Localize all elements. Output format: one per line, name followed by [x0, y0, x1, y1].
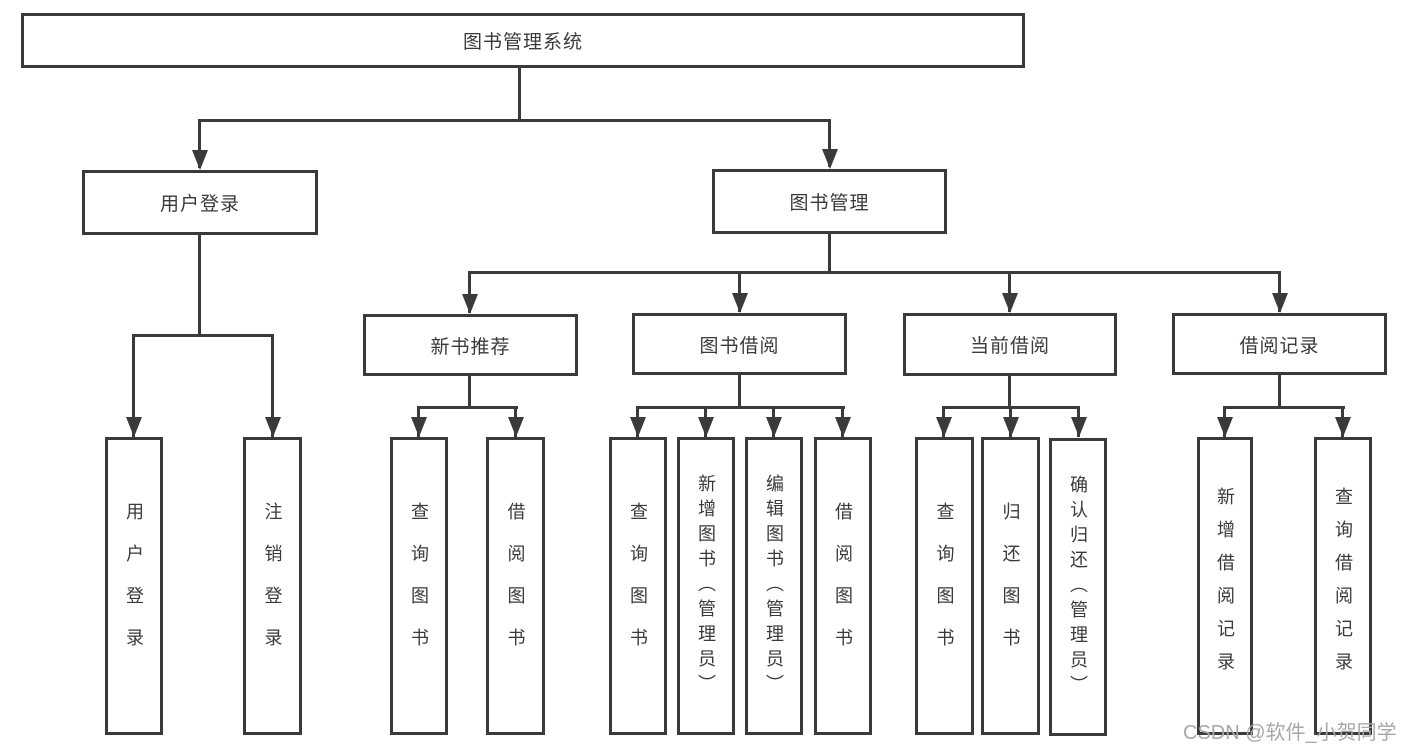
- connector-line: [828, 234, 831, 273]
- node-book-borrow-label: 图书借阅: [699, 335, 780, 357]
- node-user-login-label: 用户登录: [159, 194, 240, 215]
- leaf-user-login-label: 用户登录: [124, 502, 144, 670]
- connector-line: [132, 334, 274, 337]
- arrow-down-icon: [835, 417, 851, 437]
- node-current-borrow-label: 当前借阅: [969, 336, 1050, 357]
- arrow-down-icon: [1272, 293, 1288, 313]
- arrow-down-icon: [1217, 417, 1233, 437]
- arrow-down-icon: [1335, 417, 1351, 437]
- leaf-logout-label: 注销登录: [262, 502, 283, 670]
- connector-line: [468, 271, 1281, 274]
- arrow-down-icon: [936, 417, 952, 437]
- connector-line: [198, 119, 201, 168]
- leaf-add-borrow-record-label: 新增借阅记录: [1215, 487, 1235, 685]
- arrow-down-icon: [192, 150, 208, 170]
- leaf-query-books-3: 查询图书: [915, 437, 974, 735]
- connector-line: [468, 271, 471, 313]
- leaf-query-borrow-record-label: 查询借阅记录: [1333, 487, 1353, 685]
- leaf-query-books-2: 查询图书: [609, 437, 667, 735]
- leaf-add-books-admin-label: 新增图书（管理员）: [696, 473, 716, 699]
- arrow-down-icon: [411, 417, 427, 437]
- node-book-borrow: 图书借阅: [632, 313, 847, 375]
- leaf-add-books-admin: 新增图书（管理员）: [677, 437, 735, 735]
- connector-line: [738, 375, 741, 408]
- connector-line: [738, 271, 741, 312]
- node-new-book-recommend-label: 新书推荐: [430, 336, 511, 358]
- node-book-management: 图书管理: [712, 169, 947, 234]
- leaf-borrow-books-2-label: 借阅图书: [833, 502, 853, 670]
- connector-line: [417, 406, 518, 409]
- leaf-query-books-3-label: 查询图书: [934, 502, 955, 670]
- leaf-borrow-books-1: 借阅图书: [486, 437, 545, 735]
- leaf-edit-books-admin-label: 编辑图书（管理员）: [764, 473, 784, 699]
- arrow-down-icon: [630, 417, 646, 437]
- connector-line: [828, 119, 831, 167]
- node-root: 图书管理系统: [21, 13, 1025, 68]
- node-borrow-records-label: 借阅记录: [1239, 335, 1320, 357]
- connector-line: [1008, 376, 1011, 408]
- leaf-return-books: 归还图书: [981, 437, 1040, 735]
- connector-line: [468, 376, 471, 409]
- connector-line: [198, 235, 201, 337]
- node-current-borrow: 当前借阅: [903, 313, 1117, 376]
- arrow-down-icon: [508, 417, 524, 437]
- leaf-query-books-2-label: 查询图书: [628, 502, 648, 670]
- node-user-login: 用户登录: [82, 170, 318, 235]
- arrow-down-icon: [732, 293, 748, 313]
- connector-line: [1008, 271, 1011, 312]
- connector-line: [132, 334, 135, 437]
- leaf-edit-books-admin: 编辑图书（管理员）: [745, 437, 803, 735]
- arrow-down-icon: [698, 417, 714, 437]
- arrow-down-icon: [265, 417, 281, 437]
- leaf-return-books-label: 归还图书: [1000, 502, 1021, 670]
- arrow-down-icon: [822, 149, 838, 169]
- leaf-user-login: 用户登录: [105, 437, 163, 735]
- arrow-down-icon: [462, 294, 478, 314]
- csdn-watermark: CSDN @软件_小贺同学: [1183, 722, 1397, 744]
- node-new-book-recommend: 新书推荐: [363, 314, 578, 376]
- arrow-down-icon: [1002, 293, 1018, 313]
- leaf-confirm-return-admin-label: 确认归还（管理员）: [1068, 474, 1088, 700]
- node-book-management-label: 图书管理: [789, 193, 870, 214]
- leaf-add-borrow-record: 新增借阅记录: [1197, 437, 1253, 735]
- leaf-borrow-books-1-label: 借阅图书: [505, 502, 526, 670]
- connector-line: [198, 119, 831, 122]
- node-borrow-records: 借阅记录: [1172, 313, 1387, 375]
- leaf-confirm-return-admin: 确认归还（管理员）: [1049, 438, 1107, 736]
- arrow-down-icon: [126, 417, 142, 437]
- connector-line: [1278, 375, 1281, 408]
- arrow-down-icon: [1071, 417, 1087, 437]
- connector-line: [1278, 271, 1281, 312]
- connector-line: [518, 68, 521, 119]
- leaf-logout: 注销登录: [243, 437, 302, 735]
- leaf-borrow-books-2: 借阅图书: [814, 437, 872, 735]
- leaf-query-books-1-label: 查询图书: [409, 502, 429, 670]
- leaf-query-borrow-record: 查询借阅记录: [1314, 437, 1372, 735]
- arrow-down-icon: [1003, 417, 1019, 437]
- leaf-query-books-1: 查询图书: [390, 437, 448, 735]
- connector-line: [271, 334, 274, 437]
- arrow-down-icon: [766, 417, 782, 437]
- node-root-label: 图书管理系统: [462, 32, 583, 53]
- connector-line: [1223, 406, 1345, 409]
- connector-line: [636, 406, 845, 409]
